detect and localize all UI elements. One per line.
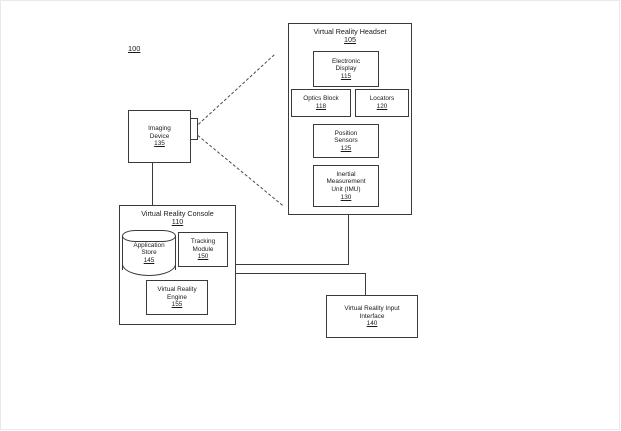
imaging-device-ref: 135: [154, 140, 165, 148]
input-interface-ref: 140: [366, 320, 378, 328]
imu-ref: 130: [340, 193, 352, 201]
tracking-module-label: Tracking Module: [190, 238, 216, 253]
electronic-display-label: Electronic Display: [331, 57, 361, 73]
electronic-display-ref: 115: [340, 72, 352, 80]
locators-box: Locators 120: [355, 89, 409, 117]
imu-label: Inertial Measurement Unit (IMU): [326, 170, 366, 193]
electronic-display-box: Electronic Display 115: [313, 51, 379, 87]
optics-block-ref: 118: [315, 103, 327, 110]
application-store-label: Application Store: [133, 241, 165, 257]
virtual-reality-engine-box: Virtual Reality Engine 155: [146, 280, 208, 315]
imaging-device-label: Imaging Device: [148, 125, 171, 140]
application-store-cylinder: Application Store 145: [122, 230, 176, 276]
optics-block-box: Optics Block 118: [291, 89, 351, 117]
console-title: Virtual Reality Console: [141, 209, 214, 218]
figure-reference-numeral: 100: [128, 44, 141, 53]
virtual-reality-input-interface-box: Virtual Reality Input Interface 140: [326, 295, 418, 338]
headset-title: Virtual Reality Headset: [313, 27, 387, 36]
connector-console-to-input-interface-horizontal: [236, 273, 366, 274]
optics-block-label: Optics Block: [303, 95, 339, 103]
vr-engine-ref: 155: [171, 301, 183, 309]
vr-engine-label: Virtual Reality Engine: [157, 286, 197, 301]
locators-ref: 120: [376, 103, 388, 110]
connector-console-to-headset-horizontal: [236, 264, 349, 265]
console-ref: 110: [171, 217, 184, 227]
connector-imaging-device-to-console: [152, 163, 153, 205]
position-sensors-label: Position Sensors: [334, 129, 358, 145]
position-sensors-ref: 125: [340, 144, 352, 152]
connector-console-to-input-interface-vertical: [365, 273, 366, 296]
application-store-text: Application Store 145: [122, 230, 176, 276]
connector-console-to-headset-vertical: [348, 215, 349, 265]
tracking-module-ref: 150: [197, 253, 209, 261]
headset-ref: 105: [344, 35, 356, 45]
application-store-ref: 145: [143, 256, 155, 264]
position-sensors-box: Position Sensors 125: [313, 124, 379, 158]
locators-label: Locators: [369, 95, 395, 103]
cylinder-top: [122, 230, 176, 242]
inertial-measurement-unit-box: Inertial Measurement Unit (IMU) 130: [313, 165, 379, 207]
tracking-module-box: Tracking Module 150: [178, 232, 228, 267]
imaging-device-lens-icon: [191, 118, 198, 140]
imaging-device-box: Imaging Device 135: [128, 110, 191, 163]
input-interface-label: Virtual Reality Input Interface: [344, 305, 400, 320]
